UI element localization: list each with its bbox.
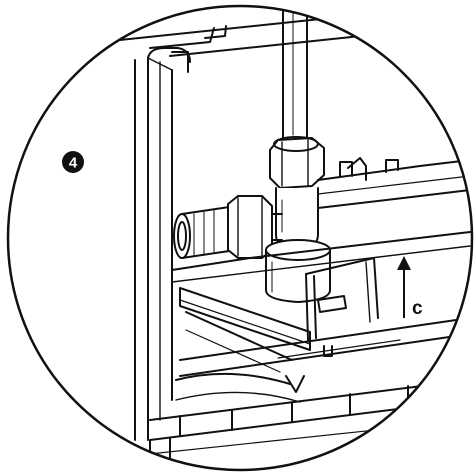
arrow-up-head bbox=[397, 256, 411, 270]
bottom-rail-top bbox=[149, 379, 471, 421]
top-notch bbox=[204, 25, 227, 39]
rail-tab-2 bbox=[385, 159, 399, 173]
front-rail-top bbox=[179, 317, 471, 361]
rear-rail-bottom bbox=[317, 189, 471, 209]
circular-frame bbox=[6, 4, 474, 472]
direction-indicator: c bbox=[397, 256, 423, 319]
shelf-back-inner bbox=[171, 245, 471, 283]
left-panel-bevel bbox=[147, 57, 173, 71]
left-fitting-bore bbox=[177, 221, 187, 251]
bottom-rail-bottom bbox=[149, 399, 471, 441]
circled-number-4-icon bbox=[62, 151, 84, 173]
top-inner-edge bbox=[169, 33, 381, 57]
rail-tab-1-back bbox=[347, 157, 367, 181]
step-number: 4 bbox=[69, 155, 78, 172]
top-corner-detail bbox=[149, 27, 215, 49]
base-dish-curve bbox=[175, 372, 291, 385]
illustration-content bbox=[119, 6, 471, 470]
top-edge-line bbox=[119, 17, 401, 41]
base-dish-curve-2 bbox=[175, 391, 301, 403]
side-nut-to-valve bbox=[271, 213, 283, 241]
bottom-floor-line bbox=[139, 419, 471, 456]
front-rail-clip bbox=[323, 345, 333, 357]
latch-frame-top bbox=[305, 257, 379, 319]
rear-rail-middle bbox=[317, 175, 471, 195]
left-fitting-end bbox=[173, 213, 191, 259]
latch-frame-left-outer bbox=[305, 273, 309, 341]
front-rail-hook bbox=[285, 375, 305, 393]
rail-tab-1 bbox=[339, 161, 353, 177]
latch-frame-right-inner bbox=[365, 261, 371, 323]
upper-hex-nut bbox=[269, 137, 325, 189]
bottom-rail-teeth bbox=[179, 385, 409, 437]
upper-nut-top-face bbox=[273, 136, 319, 152]
arrow-label: c bbox=[412, 298, 423, 319]
latch-tongue bbox=[317, 295, 347, 313]
bracket-arm-edge bbox=[179, 299, 311, 345]
latch-frame-left bbox=[313, 275, 317, 339]
front-rail-lip bbox=[277, 339, 401, 359]
bracket-lower-strut-2 bbox=[185, 329, 281, 373]
shelf-back-edge bbox=[171, 231, 471, 271]
bracket-lower-strut bbox=[185, 311, 293, 361]
left-panel-lip bbox=[171, 51, 189, 73]
step-badge: 4 bbox=[62, 151, 84, 173]
